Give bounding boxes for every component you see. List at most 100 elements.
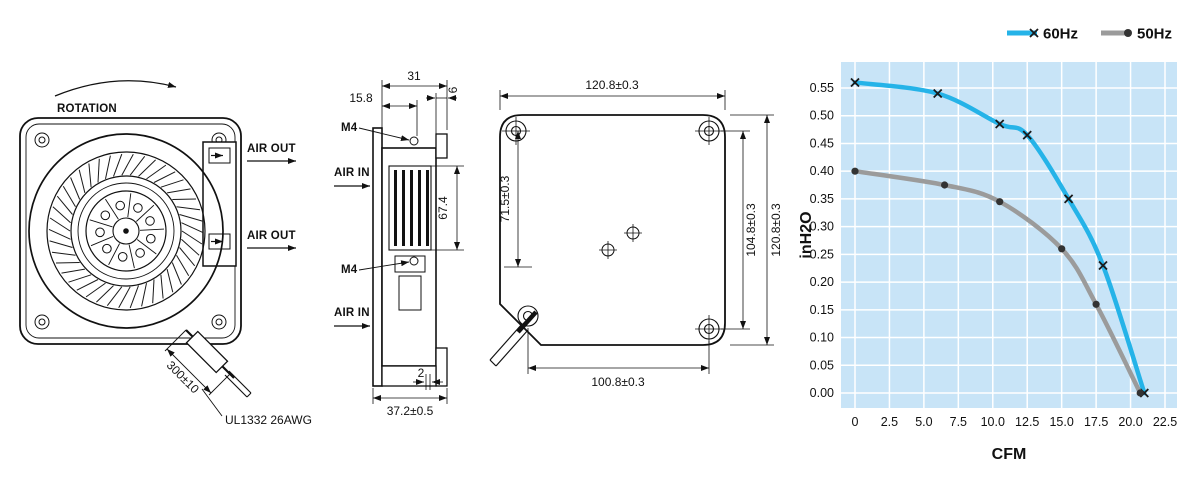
impeller-blade	[118, 286, 131, 308]
x-axis-label: CFM	[992, 446, 1027, 463]
m4-top-label: M4	[341, 122, 358, 134]
impeller-blade	[97, 158, 100, 183]
m4-annotations: M4 M4	[341, 122, 410, 276]
x-tick-label: 10.0	[981, 415, 1005, 429]
dim-hole-pitch-horizontal-text: 100.8±0.3	[591, 375, 645, 389]
lead-length-dim-text: 300±10	[164, 358, 202, 396]
outlet-flange	[202, 141, 237, 267]
hub-hole	[95, 227, 105, 238]
impeller-blade	[49, 240, 73, 248]
marker-dot-50Hz	[1092, 300, 1100, 308]
marker-dot-50Hz	[851, 167, 859, 175]
impeller-blade	[152, 279, 155, 304]
impeller-blade	[88, 163, 92, 188]
impeller-blade	[96, 285, 114, 303]
impeller-blade	[167, 188, 191, 194]
impeller-blade	[62, 186, 76, 207]
y-tick-label: 0.35	[810, 192, 834, 206]
rotation-label: ROTATION	[57, 103, 117, 115]
dim-depth-text: 31	[407, 69, 421, 83]
side-dimensions: 31 15.8 6 67.4 2 37.2±0.5	[349, 69, 464, 418]
rotation-annotation: ROTATION	[54, 80, 177, 115]
x-tick-label: 20.0	[1118, 415, 1142, 429]
air-out-bottom-label: AIR OUT	[247, 230, 296, 242]
dim-overall-depth-text: 37.2±0.5	[387, 404, 434, 418]
hub-spoke	[135, 204, 155, 222]
impeller-blade	[146, 164, 167, 180]
side-body	[372, 127, 448, 387]
hub-hole	[145, 216, 155, 226]
back-view-drawing: 120.8±0.3 71.5±0.3 104.8±0.3 120.8±0.3 1…	[489, 78, 783, 389]
hub-spoke	[127, 193, 132, 218]
hub-spoke	[139, 228, 165, 231]
hub-spoke	[128, 244, 135, 269]
impeller-blade	[85, 282, 106, 298]
housing-corner-screws	[34, 132, 227, 330]
impeller-blade	[141, 282, 147, 307]
chart-plot-area	[841, 62, 1177, 408]
marker-x-60Hz	[1063, 194, 1074, 204]
impeller-blades	[48, 153, 204, 309]
hub-spoke	[89, 219, 113, 228]
x-tick-label: 17.5	[1084, 415, 1108, 429]
back-dimensions: 120.8±0.3 71.5±0.3 104.8±0.3 120.8±0.3 1…	[498, 78, 783, 389]
y-tick-label: 0.50	[810, 109, 834, 123]
hub-hole	[135, 248, 145, 258]
impeller-blade	[171, 262, 182, 285]
series-line-50Hz	[852, 168, 1143, 396]
impeller-blade	[51, 251, 76, 256]
hub-hole	[102, 243, 112, 254]
y-tick-label: 0.25	[810, 247, 834, 261]
y-tick-label: 0.55	[810, 81, 834, 95]
dim-overall-width-text: 120.8±0.3	[585, 78, 639, 92]
x-tick-label: 2.5	[881, 415, 898, 429]
x-tick-label: 0	[852, 415, 859, 429]
y-tick-label: 0.45	[810, 136, 834, 150]
legend-marker-60Hz	[1029, 28, 1039, 38]
dim-motor-height-text: 67.4	[436, 196, 450, 220]
dim-inlet-depth-text: 15.8	[349, 91, 373, 105]
impeller-blade	[76, 279, 99, 291]
impeller-blade	[176, 206, 201, 211]
stator-windings	[394, 170, 429, 246]
back-plate	[499, 114, 726, 346]
m4-top-leader	[358, 127, 410, 142]
chart-series	[850, 77, 1149, 398]
dim-flange-offset-text: 6	[446, 86, 460, 93]
impeller-blade	[49, 217, 71, 232]
y-tick-label: 0.10	[810, 331, 834, 345]
dim-hole-pitch-vertical-text: 104.8±0.3	[744, 203, 758, 257]
y-tick-label: 0.00	[810, 386, 834, 400]
marker-x-60Hz	[850, 77, 860, 88]
impeller-blade	[181, 230, 203, 245]
impeller-blade	[61, 268, 85, 274]
impeller-blade	[78, 169, 86, 194]
center-screws	[599, 224, 642, 259]
marker-x-60Hz	[933, 88, 943, 99]
air-in-top-label: AIR IN	[334, 167, 370, 179]
impeller-blade	[179, 247, 196, 267]
back-lead-wire	[489, 310, 538, 367]
x-tick-label: 7.5	[950, 415, 967, 429]
air-out-annotations: AIR OUT AIR OUT	[247, 143, 296, 251]
hub-hole	[146, 233, 156, 244]
hub-hole	[133, 203, 143, 213]
impeller-blade	[106, 286, 123, 307]
impeller-blade	[48, 228, 71, 240]
hub-spoke	[108, 243, 120, 266]
impeller-blade	[160, 274, 164, 299]
impeller-blade	[105, 155, 111, 180]
air-out-top-label: AIR OUT	[247, 143, 296, 155]
impeller-blade	[52, 206, 71, 224]
impeller	[28, 133, 224, 329]
legend-marker-50Hz	[1124, 29, 1132, 37]
hub-spoke	[90, 235, 114, 247]
dim-overall-height-text: 120.8±0.3	[769, 203, 783, 257]
y-tick-label: 0.40	[810, 164, 834, 178]
side-view-drawing: M4 M4 AIR IN AIR IN 31 15.8	[334, 69, 464, 418]
impeller-blade	[181, 238, 200, 256]
legend-label-60Hz: 60Hz	[1043, 26, 1078, 43]
m4-bottom-label: M4	[341, 264, 358, 276]
